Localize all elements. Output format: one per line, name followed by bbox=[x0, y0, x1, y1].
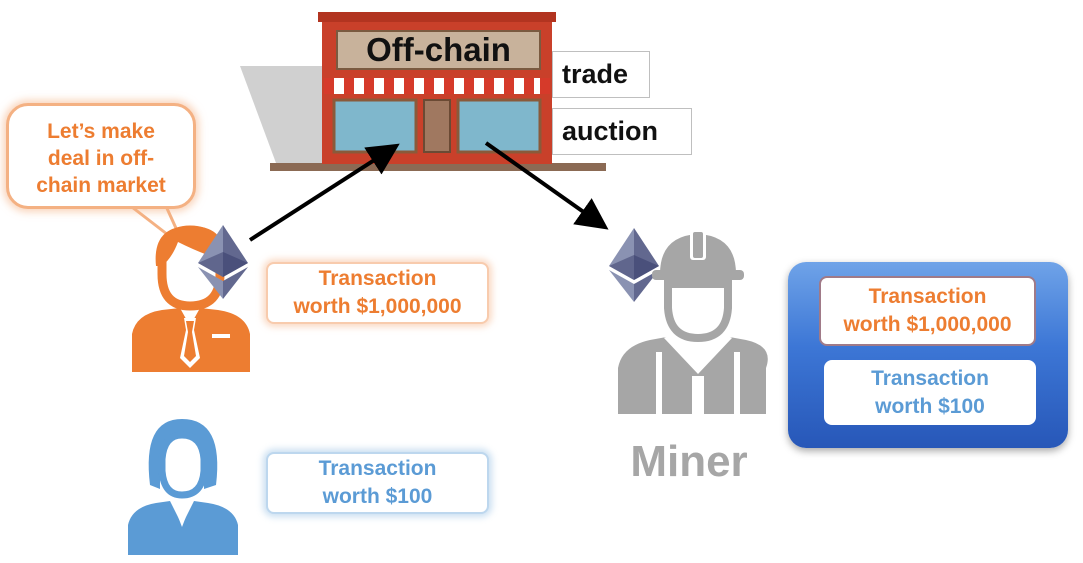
block-normal-tx-line-1: Transaction bbox=[871, 366, 989, 390]
rich-tx-line-2: worth $1,000,000 bbox=[293, 295, 462, 318]
arrow-to-store bbox=[248, 143, 400, 242]
businesswoman-icon bbox=[128, 419, 238, 555]
arrow-to-miner bbox=[484, 141, 609, 230]
block-rich-tx-line-2: worth $1,000,000 bbox=[843, 313, 1012, 336]
miner-icon bbox=[618, 230, 768, 414]
block-rich-transaction: Transaction worth $1,000,000 bbox=[819, 276, 1036, 346]
speech-line-1: Let’s make bbox=[47, 120, 155, 143]
block-normal-tx-line-2: worth $100 bbox=[875, 394, 985, 418]
speech-line-3: chain market bbox=[36, 174, 166, 197]
block-normal-transaction: Transaction worth $100 bbox=[824, 360, 1036, 425]
rich-tx-line-1: Transaction bbox=[318, 267, 437, 290]
ethereum-icon bbox=[198, 225, 248, 299]
normal-tx-line-2: worth $100 bbox=[322, 485, 433, 508]
store-sign: Off-chain bbox=[336, 30, 541, 70]
speech-bubble: Let’s make deal in off- chain market bbox=[6, 103, 196, 209]
block-rich-tx-line-1: Transaction bbox=[868, 285, 987, 308]
trade-tag: trade bbox=[552, 51, 650, 98]
businessman-icon bbox=[132, 225, 250, 372]
normal-tx-line-1: Transaction bbox=[318, 457, 437, 480]
speech-line-2: deal in off- bbox=[47, 147, 155, 170]
speech-bubble-tail-cover bbox=[130, 200, 166, 206]
miner-label: Miner bbox=[630, 437, 748, 486]
normal-transaction-card: Transaction worth $100 bbox=[266, 452, 489, 514]
rich-transaction-card: Transaction worth $1,000,000 bbox=[266, 262, 489, 324]
auction-tag: auction bbox=[552, 108, 692, 155]
